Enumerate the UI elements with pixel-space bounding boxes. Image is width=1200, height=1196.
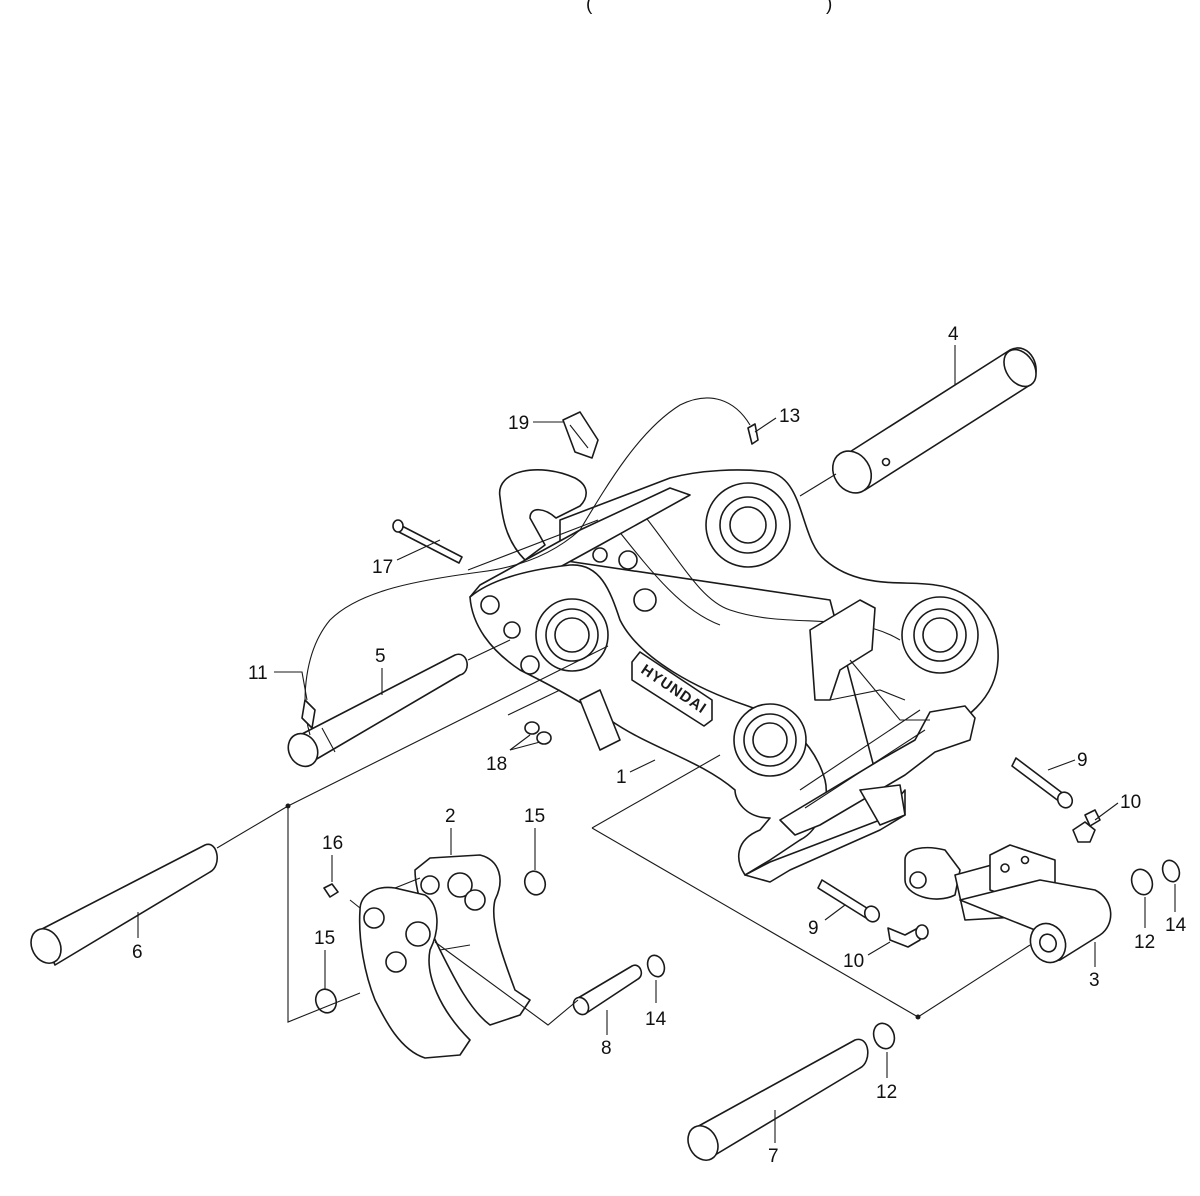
pin-part-8 bbox=[572, 964, 643, 1016]
ring-part-15-right bbox=[1161, 859, 1181, 883]
callout-1: 1 bbox=[616, 767, 627, 788]
ring-part-15-bottom bbox=[646, 954, 666, 978]
callout-9-lower: 9 bbox=[808, 918, 819, 939]
assembly-lines bbox=[216, 473, 1031, 1026]
callout-labels: 4 19 13 17 11 5 18 1 2 15 16 15 6 8 14 9… bbox=[132, 324, 1187, 1167]
callout-11: 11 bbox=[248, 663, 268, 684]
callout-4: 4 bbox=[948, 324, 959, 345]
pin-part-7 bbox=[687, 1038, 869, 1161]
bolt-part-9-lower bbox=[817, 879, 881, 923]
callout-18: 18 bbox=[486, 754, 507, 775]
callout-14-left: 15 bbox=[314, 928, 335, 949]
callout-8: 8 bbox=[601, 1038, 612, 1059]
seal-part-12-right bbox=[1130, 868, 1154, 896]
callout-5: 5 bbox=[375, 646, 386, 667]
callout-15-bottom: 14 bbox=[645, 1009, 667, 1030]
fitting-part-10-lower bbox=[887, 924, 929, 948]
fitting-part-10-upper bbox=[1072, 809, 1101, 843]
callout-16: 16 bbox=[322, 833, 343, 854]
cylinder-part-3 bbox=[904, 844, 1112, 964]
callout-14-right: 15 bbox=[524, 806, 545, 827]
coupler-frame-part-1: HYUNDAI bbox=[469, 469, 999, 883]
callout-15-right: 14 bbox=[1165, 915, 1187, 936]
callout-leaders bbox=[137, 345, 1176, 1143]
pin-part-4 bbox=[831, 347, 1037, 494]
wire-rope-part-11 bbox=[301, 397, 751, 736]
callout-19: 19 bbox=[508, 413, 529, 434]
pin-part-5 bbox=[287, 653, 468, 768]
bracket-part-19 bbox=[562, 411, 599, 459]
nuts-part-18 bbox=[524, 721, 552, 745]
title-paren-open: ( bbox=[586, 0, 593, 15]
grease-nipple-part-16 bbox=[323, 883, 339, 898]
clip-part-13 bbox=[747, 423, 759, 445]
callout-10-upper: 10 bbox=[1120, 792, 1141, 813]
callout-17: 17 bbox=[372, 557, 393, 578]
callout-2: 2 bbox=[445, 806, 456, 827]
callout-7: 7 bbox=[768, 1146, 779, 1167]
bolt-part-9-upper bbox=[1011, 757, 1074, 809]
callout-9-upper: 9 bbox=[1077, 750, 1088, 771]
callout-10-lower: 10 bbox=[843, 951, 864, 972]
callout-13: 13 bbox=[779, 406, 800, 427]
seal-part-12-bottom bbox=[872, 1022, 896, 1050]
snap-ring-part-14-left bbox=[314, 988, 338, 1014]
hook-plate-part-2 bbox=[358, 854, 531, 1059]
snap-ring-part-14-right bbox=[523, 870, 547, 896]
callout-3: 3 bbox=[1089, 970, 1100, 991]
callout-12-bottom: 12 bbox=[876, 1082, 897, 1103]
title-fragment: ( ) bbox=[586, 0, 832, 15]
title-paren-close: ) bbox=[826, 0, 832, 15]
callout-6: 6 bbox=[132, 942, 143, 963]
callout-12-right: 12 bbox=[1134, 932, 1155, 953]
bolt-part-17 bbox=[392, 519, 463, 564]
pin-part-6 bbox=[30, 843, 218, 966]
